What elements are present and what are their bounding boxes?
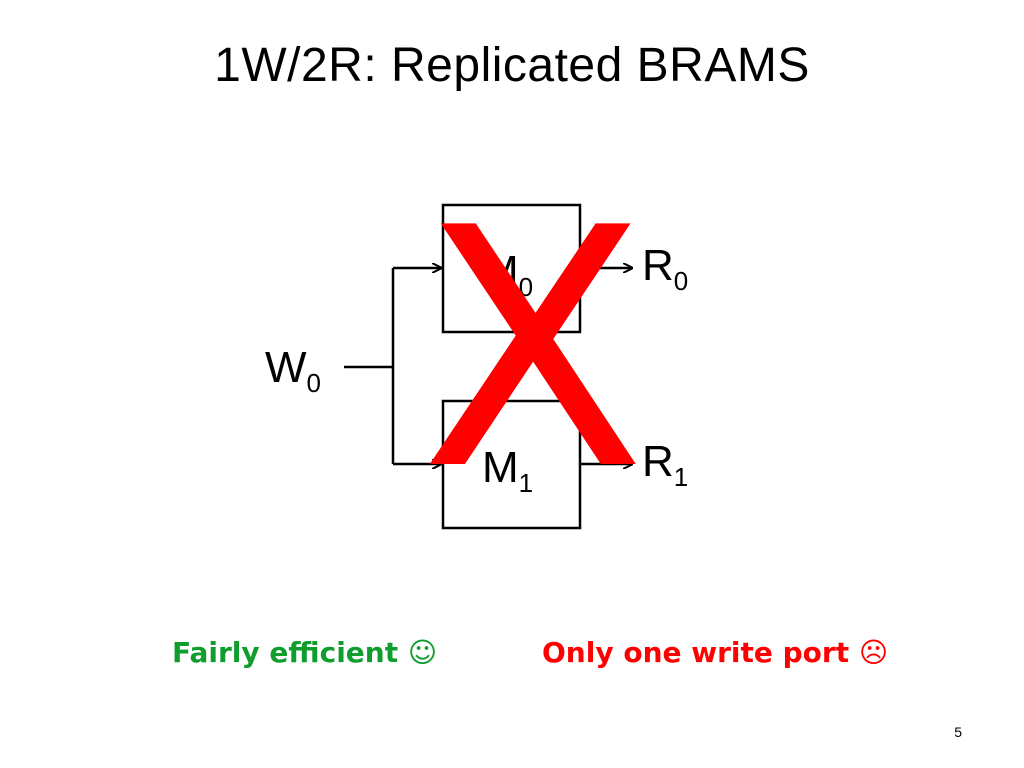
caption-positive-text: Fairly efficient [172, 636, 399, 669]
caption-negative-text: Only one write port [542, 636, 850, 669]
memory-label-m1: M1 [482, 443, 534, 498]
smiley-face-icon: ☺ [407, 636, 438, 669]
read-port-label-r0: R0 [642, 241, 689, 296]
red-cross-mark: X [420, 158, 647, 542]
page-number: 5 [954, 724, 962, 740]
caption-only-one-write-port: Only one write port ☹ [542, 636, 888, 669]
write-port-label: W0 [265, 343, 321, 398]
caption-fairly-efficient: Fairly efficient ☺ [172, 636, 437, 669]
slide-title: 1W/2R: Replicated BRAMS [214, 39, 810, 92]
frowning-face-icon: ☹ [858, 636, 889, 669]
memory-label-m0: M0 [482, 247, 534, 302]
read-port-label-r1: R1 [642, 437, 689, 492]
